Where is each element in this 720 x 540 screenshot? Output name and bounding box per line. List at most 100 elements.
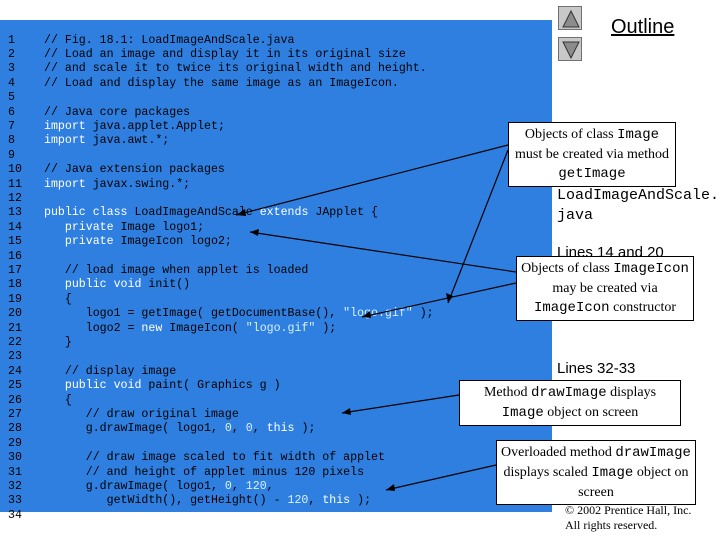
code-keyword: this <box>266 422 295 436</box>
code-line: 29 <box>0 437 44 451</box>
callout-text: Method <box>483 385 532 400</box>
line-number: 32 <box>8 479 22 493</box>
line-number: 26 <box>8 393 22 407</box>
code-keyword: private <box>64 220 114 234</box>
code-string: "logo.gif" <box>245 321 316 335</box>
line-number: 28 <box>8 422 22 436</box>
line-number: 24 <box>8 364 22 378</box>
code-keyword: private <box>64 235 114 249</box>
line-number: 10 <box>8 163 22 177</box>
code-line: 4// Load and display the same image as a… <box>0 77 399 91</box>
line-number: 16 <box>8 249 22 263</box>
code-line: 31 // and height of applet minus 120 pix… <box>0 466 364 480</box>
arrow-line15 <box>249 231 517 273</box>
line-number: 22 <box>8 335 22 349</box>
code-line: 27 // draw original image <box>0 408 239 422</box>
line-number: 33 <box>8 494 22 508</box>
source-filename: LoadImageAndScale.java <box>557 187 720 224</box>
line-number: 23 <box>8 350 22 364</box>
line-number: 5 <box>8 91 15 105</box>
code-line: 32 g.drawImage( logo1, 0, 120, <box>0 480 274 494</box>
arrowhead <box>362 311 371 318</box>
code-text: init() <box>141 278 191 292</box>
code-comment: // Fig. 18.1: LoadImageAndScale.java <box>44 33 295 47</box>
code-text: , <box>308 494 323 508</box>
copyright-line: © 2002 Prentice Hall, Inc. <box>565 503 692 517</box>
code-line: 1 // Fig. 18.1: LoadImageAndScale.java <box>0 34 294 48</box>
code-line: 22 } <box>0 336 72 350</box>
callout-text: displays <box>606 385 657 400</box>
line-number: 8 <box>8 134 15 148</box>
callout-text: displays scaled <box>503 465 592 480</box>
arrow-line20 <box>447 149 509 304</box>
line-number: 19 <box>8 292 22 306</box>
line-number: 11 <box>8 177 22 191</box>
code-line: 6// Java core packages <box>0 106 190 120</box>
callout-text: object on screen <box>543 405 639 420</box>
triangle-down-icon <box>562 41 580 60</box>
code-text: , <box>231 479 246 493</box>
line-number: 15 <box>8 235 22 249</box>
code-line: 23 <box>0 350 44 364</box>
callout-text: Objects of class <box>524 127 618 142</box>
code-text: ); <box>294 422 316 436</box>
code-keyword: import <box>44 119 86 133</box>
code-line: 5 <box>0 91 44 105</box>
code-text: java.applet.Applet; <box>85 119 225 133</box>
callout-text: object on screen <box>578 465 689 500</box>
line-number: 1 <box>8 33 15 47</box>
code-line: 3// and scale it to twice its original w… <box>0 62 427 76</box>
code-line: 25 public void paint( Graphics g ) <box>0 379 281 393</box>
code-keyword: public class <box>44 206 128 220</box>
outline-title[interactable]: Outline <box>611 16 675 38</box>
previous-slide-button[interactable] <box>558 6 582 30</box>
code-line: 26 { <box>0 394 72 408</box>
code-comment: // Load an image and display it in its o… <box>44 47 406 61</box>
copyright-notice: © 2002 Prentice Hall, Inc. All rights re… <box>565 503 691 533</box>
code-text: g.drawImage( logo1, <box>44 422 225 436</box>
arrow-line28 <box>341 394 460 414</box>
code-text: } <box>44 335 72 349</box>
code-keyword: import <box>44 134 86 148</box>
code-keyword: extends <box>259 206 309 220</box>
line-number: 31 <box>8 465 22 479</box>
code-comment: // display image <box>44 364 177 378</box>
code-comment: // draw image scaled to fit width of app… <box>44 451 385 465</box>
line-number: 17 <box>8 263 22 277</box>
callout-text: Objects of class <box>521 261 614 276</box>
code-comment: // load image when applet is loaded <box>44 263 309 277</box>
code-text: javax.swing.*; <box>85 177 191 191</box>
callout-imageicon-constructor: Objects of class ImageIcon may be create… <box>516 256 694 321</box>
arrowhead <box>250 229 259 236</box>
callout-code: Image <box>617 127 660 143</box>
code-line: 30 // draw image scaled to fit width of … <box>0 451 385 465</box>
code-text: g.drawImage( logo1, <box>44 479 225 493</box>
callout-code: getImage <box>558 166 626 182</box>
code-keyword: public void <box>64 278 142 292</box>
code-text: logo2 = <box>44 321 142 335</box>
code-text: getWidth(), getHeight() - <box>44 494 288 508</box>
code-text: Image logo1; <box>113 220 205 234</box>
code-line: 12 <box>0 192 44 206</box>
callout-code: ImageIcon <box>533 300 610 316</box>
code-text: , <box>231 422 246 436</box>
code-line: 16 <box>0 250 44 264</box>
arrowhead <box>342 408 351 415</box>
line-number: 25 <box>8 379 22 393</box>
arrow-line21 <box>361 282 517 318</box>
code-line: 33 getWidth(), getHeight() - 120, this )… <box>0 494 371 508</box>
code-line: 9 <box>0 149 44 163</box>
callout-code: drawImage <box>531 385 607 401</box>
next-slide-button[interactable] <box>558 37 582 61</box>
code-line: 24 // display image <box>0 365 176 379</box>
line-number: 12 <box>8 191 22 205</box>
callout-overloaded-drawimage: Overloaded method drawImage displays sca… <box>496 440 696 505</box>
callout-text: constructor <box>609 300 677 315</box>
code-line: 34 <box>0 509 44 523</box>
code-text: JApplet { <box>308 206 378 220</box>
copyright-line: All rights reserved. <box>565 518 658 532</box>
